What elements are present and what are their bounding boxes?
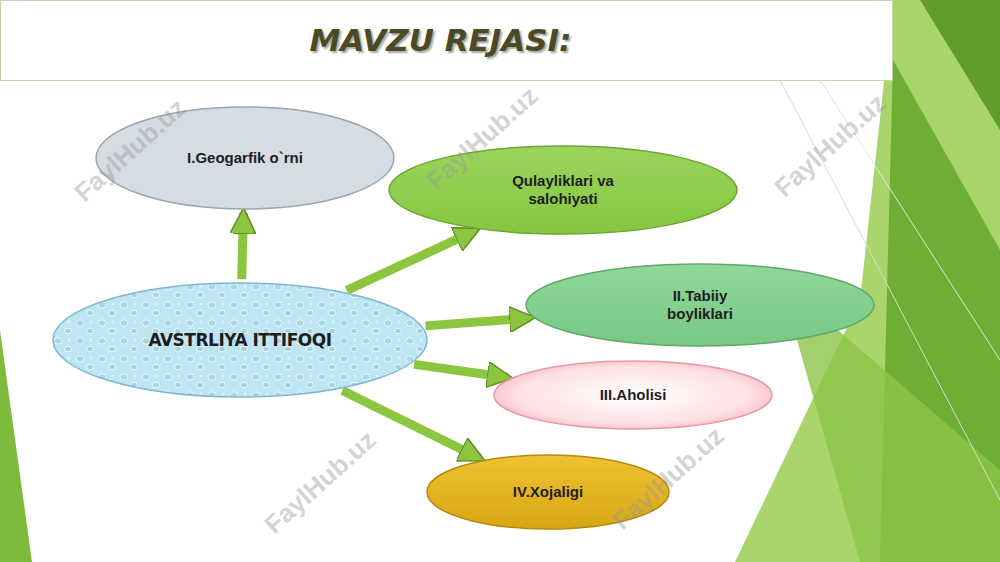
topic-ellipse: II.Tabiiy boyliklari [525,263,875,347]
title-text: MAVZU REJASI: [309,22,571,58]
node-label: IV.Xojaligi [513,483,583,501]
topic-ellipse: III.Aholisi [493,360,773,430]
node-label: III.Aholisi [600,386,667,404]
node-label: I.Geogarfik o`rni [187,149,303,167]
node-label: Qulayliklari va salohiyati [478,172,648,208]
watermark: FaylHub.uz [258,424,382,540]
block-arrow [414,364,508,377]
title-bar: MAVZU REJASI: [0,0,893,80]
green-band [920,0,1000,130]
hub-ellipse: AVSTRLIYA ITTIFOQI [52,282,428,398]
block-arrow [426,318,531,326]
header-box [1,1,893,81]
node-label: II.Tabiiy boyliklari [640,287,760,323]
block-arrow [242,213,244,279]
green-band [0,330,32,562]
block-arrow [347,231,476,291]
node-label: AVSTRLIYA ITTIFOQI [148,330,331,350]
